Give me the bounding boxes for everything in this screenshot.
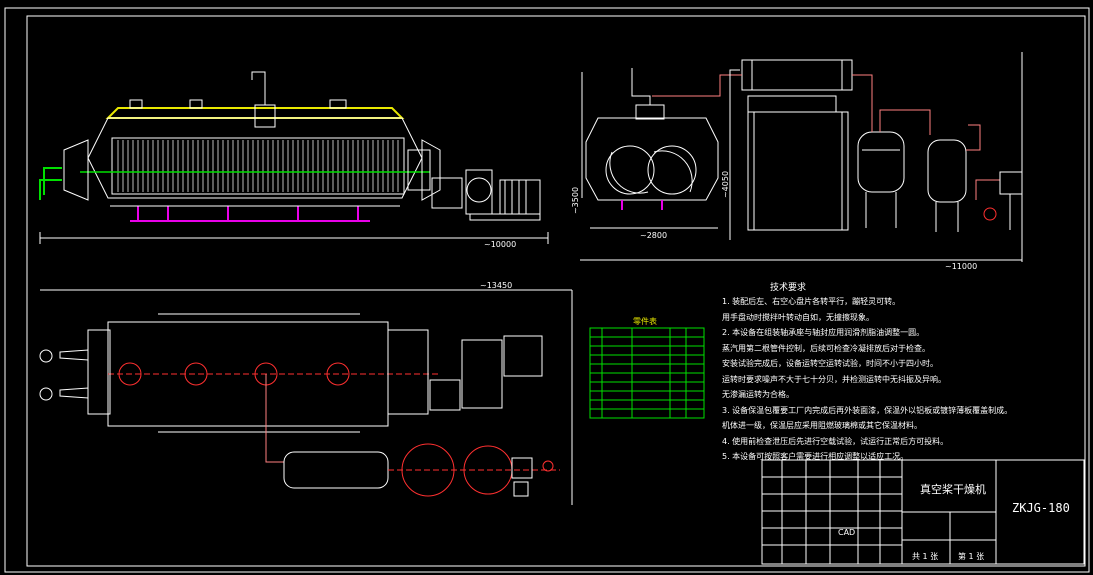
parts-table-title: 零件表 [633, 317, 657, 326]
condenser-system [580, 52, 1023, 262]
parts-table [589, 327, 705, 419]
notes-title: 技术要求 [770, 283, 807, 293]
note-line: 无渗漏运转为合格。 [722, 390, 794, 399]
dryer-front-view [39, 71, 549, 244]
outer-frame [4, 7, 1090, 573]
dryer-top-view [39, 289, 573, 505]
note-line: 3. 设备保温包覆要工厂内完成后再外装面漆，保温外以铝板或镀锌薄板覆盖制成。 [722, 405, 1013, 415]
note-line: 安装试验完成后，设备运转空运转试验，时间不小于四小时。 [722, 359, 938, 368]
drawing-code: ZKJG-180 [1012, 501, 1070, 515]
inner-frame [26, 15, 1086, 567]
dim-system-height: ~4050 [721, 170, 731, 199]
note-line: 5. 本设备可按照客户需要进行相应调整以适应工况。 [722, 452, 909, 461]
dim-side-height: ~3500 [571, 186, 581, 215]
note-line: 运转时要求噪声不大于七十分贝，并检测运转中无抖振及异响。 [722, 374, 946, 384]
note-line: 机体进一级，保温层应采用阻燃玻璃棉或其它保温材料。 [722, 421, 922, 430]
title-block [761, 459, 1085, 565]
dryer-side-view [581, 68, 719, 229]
note-line: 2. 本设备在组装轴承座与轴封应用润滑剂脂油调整一圆。 [722, 328, 925, 337]
note-line: 4. 使用前检查泄压后先进行空载试验，试运行正常后方可投料。 [722, 436, 949, 446]
drawing-title: 真空桨干燥机 [920, 483, 986, 496]
sheet-total: 共 1 张 [912, 552, 939, 561]
dim-side-width: ~2800 [640, 231, 668, 240]
dim-system-length: ~11000 [945, 262, 978, 271]
sheet-number: 第 1 张 [958, 552, 985, 561]
note-line: 1. 装配后左、右空心盘片各转平行，蹦轻灵可转。 [722, 297, 901, 306]
software-label: CAD [838, 528, 856, 537]
dim-front-length: ~10000 [484, 240, 517, 249]
note-line: 用手盘动时搅拌叶转动自如，无撞擦现象。 [722, 312, 874, 322]
dim-top-length: ~13450 [480, 281, 513, 290]
note-line: 蒸汽用第二根管件控制，后续可检查冷凝排放后对于检查。 [722, 343, 930, 353]
